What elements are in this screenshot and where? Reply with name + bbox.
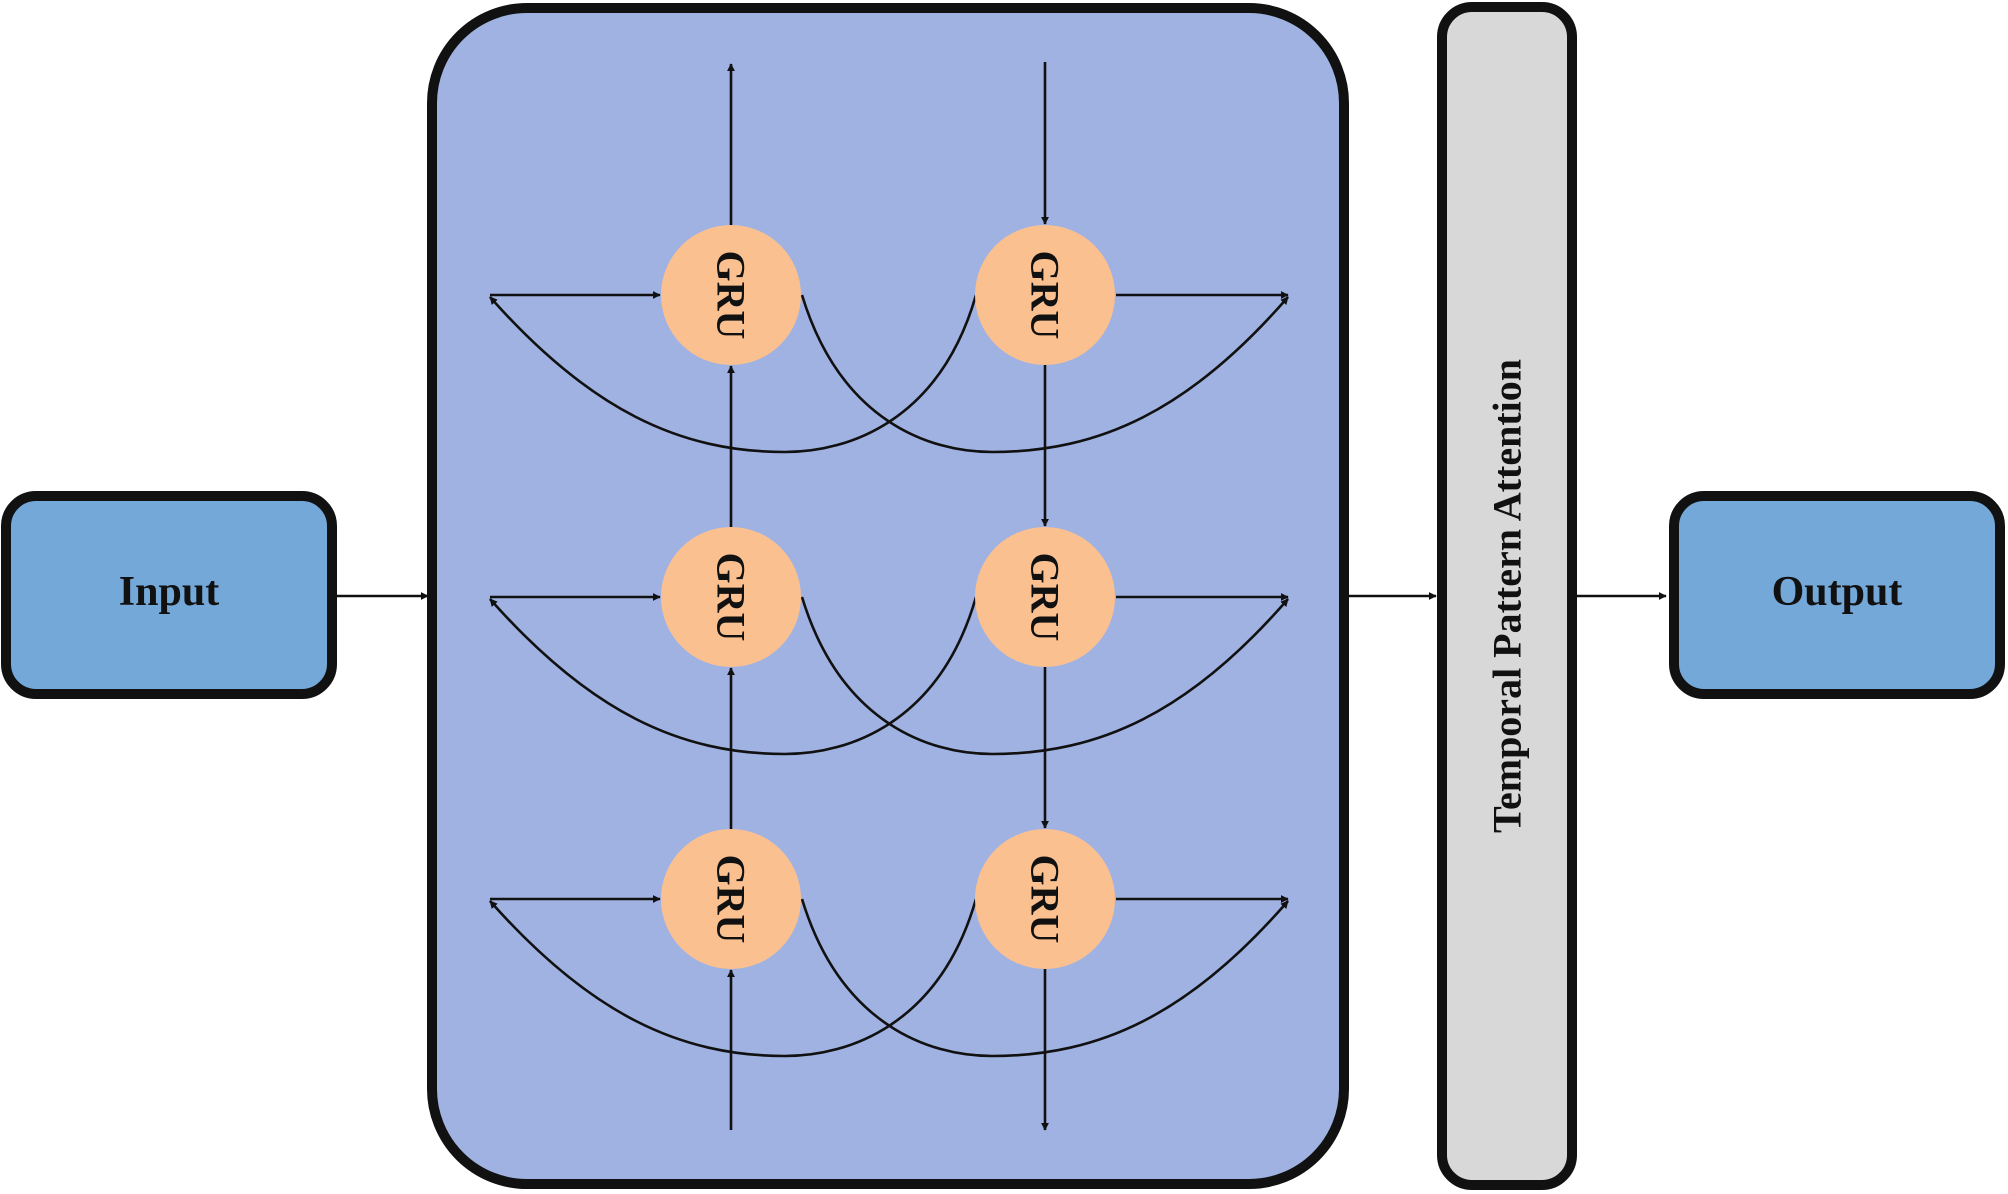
gru-label: GRU <box>709 553 754 642</box>
gru-label: GRU <box>709 855 754 944</box>
input-box <box>1 491 337 699</box>
gru-row-2-connections <box>489 593 1289 756</box>
gru-label: GRU <box>1023 553 1068 642</box>
attention-box <box>1437 2 1577 1190</box>
gru-label: GRU <box>1023 251 1068 340</box>
output-node: Output <box>1669 491 2005 699</box>
gru-row-1-connections <box>489 291 1289 454</box>
gru-node-backward-bottom: GRU <box>975 829 1115 969</box>
gru-node-backward-middle: GRU <box>975 527 1115 667</box>
attention-node: Temporal Pattern Attention <box>1437 2 1577 1190</box>
input-node: Input <box>1 491 337 699</box>
gru-node-forward-middle: GRU <box>661 527 801 667</box>
attention-label: Temporal Pattern Attention <box>1485 359 1530 833</box>
output-box <box>1669 491 2005 699</box>
gru-label: GRU <box>1023 855 1068 944</box>
gru-node-forward-top: GRU <box>661 225 801 365</box>
bigru-container <box>427 3 1349 1189</box>
gru-node-backward-top: GRU <box>975 225 1115 365</box>
input-label: Input <box>119 569 219 615</box>
output-label: Output <box>1772 569 1903 615</box>
gru-node-forward-bottom: GRU <box>661 829 801 969</box>
gru-row-3-connections <box>489 895 1289 1058</box>
gru-label: GRU <box>709 251 754 340</box>
